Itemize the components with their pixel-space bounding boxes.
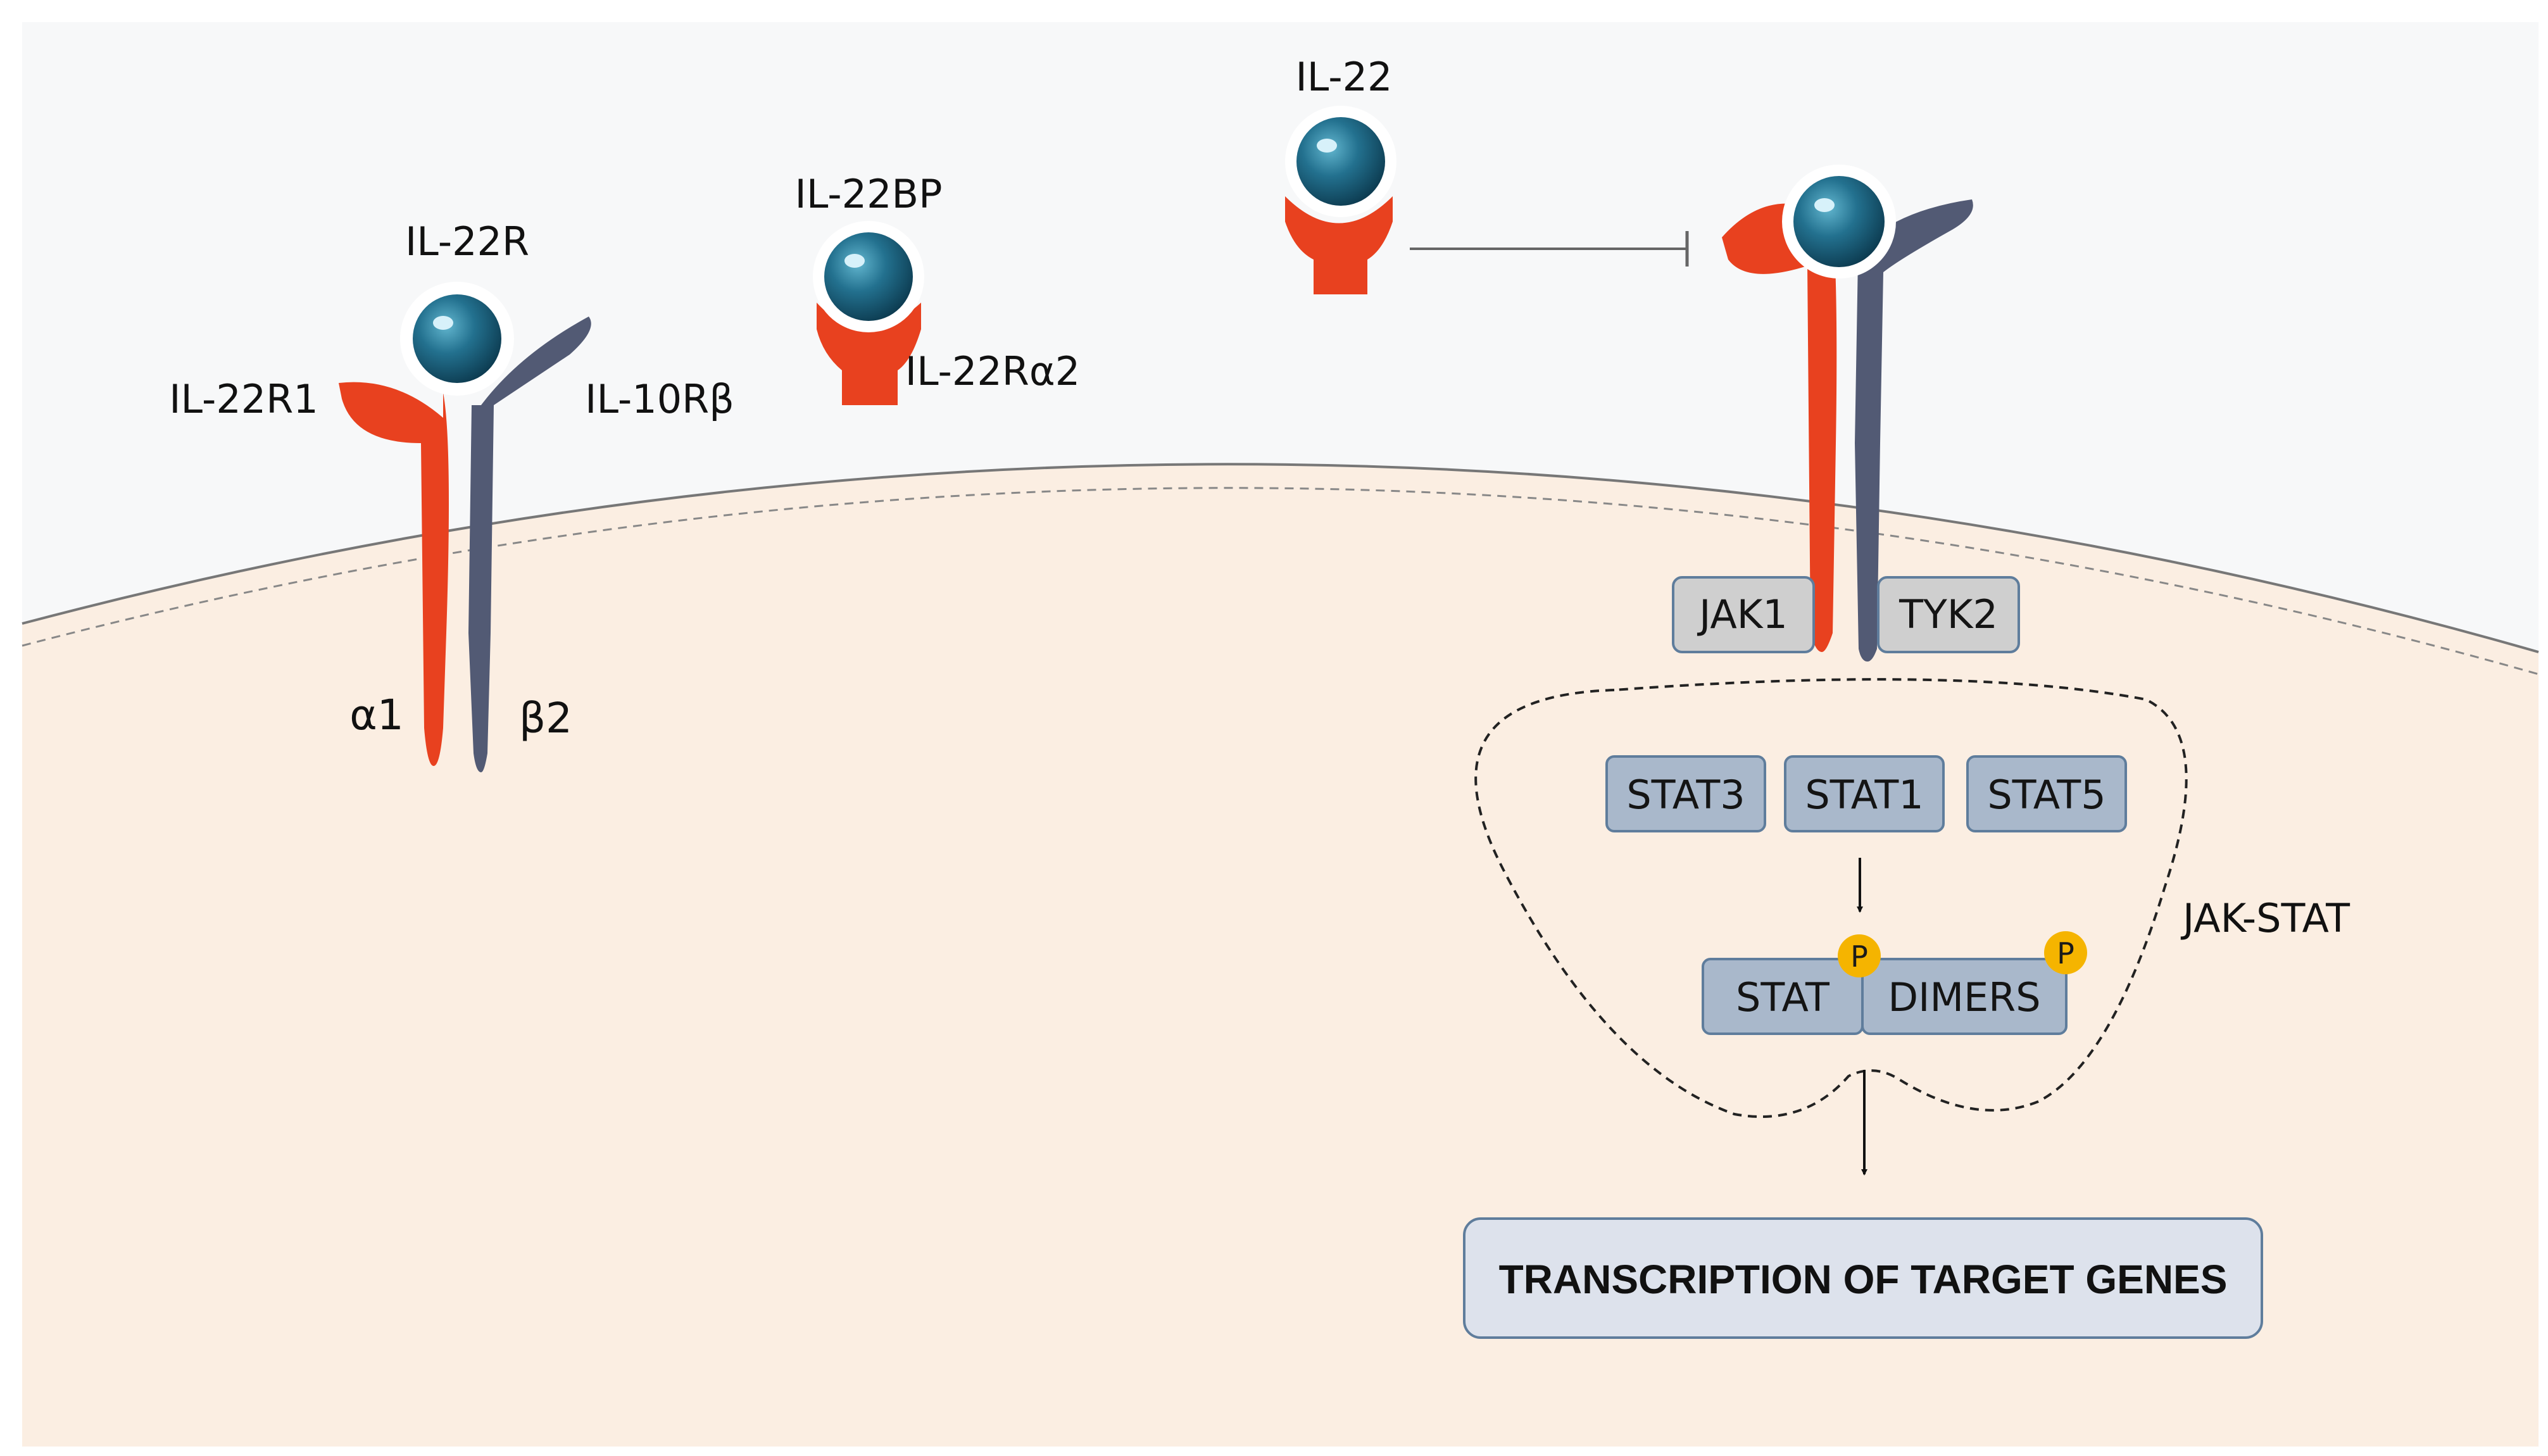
phospho-marker-left: P <box>1838 934 1881 977</box>
active-receptor-complex <box>1722 165 1973 662</box>
jak1-label: JAK1 <box>1697 591 1788 637</box>
active-il22r1-chain <box>1722 190 1837 652</box>
stat-dimer-left-box: STAT <box>1702 958 1864 1035</box>
transcription-box: TRANSCRIPTION OF TARGET GENES <box>1463 1217 2263 1339</box>
stat-dimer-right-box: DIMERS <box>1861 958 2068 1035</box>
il22r-ligand-highlight <box>433 316 453 330</box>
transcription-label: TRANSCRIPTION OF TARGET GENES <box>1499 1257 2228 1302</box>
cell-membrane-outer <box>22 463 2539 653</box>
dimer-left-label: STAT <box>1736 974 1830 1020</box>
il22ra2-cup <box>817 303 921 405</box>
label-il22: IL-22 <box>1295 54 1392 100</box>
label-il10rb: IL-10Rβ <box>585 376 734 422</box>
jak-stat-region <box>1474 678 2188 1118</box>
label-jak-stat: JAK-STAT <box>2180 895 2350 941</box>
label-il22ra2: IL-22Rα2 <box>905 348 1080 394</box>
il22bp-complex <box>813 221 924 405</box>
phospho-label-right: P <box>2057 936 2074 970</box>
stat5-label: STAT5 <box>1987 772 2106 818</box>
il22-free-complex <box>1285 106 1396 294</box>
label-il22r: IL-22R <box>405 218 529 265</box>
label-il22bp: IL-22BP <box>795 171 943 217</box>
il10rb-chain <box>468 317 591 772</box>
dimer-right-label: DIMERS <box>1888 974 2040 1020</box>
stat1-label: STAT1 <box>1805 772 1923 818</box>
phospho-marker-right: P <box>2044 931 2087 974</box>
phospho-label-left: P <box>1850 939 1868 974</box>
il22r1-chain <box>339 382 449 766</box>
label-beta2: β2 <box>519 694 572 743</box>
il22-cup <box>1285 196 1393 294</box>
il22r-ligand-ball <box>413 294 501 383</box>
il22bp-ligand-highlight <box>844 254 865 268</box>
stat5-box: STAT5 <box>1966 755 2127 832</box>
stat3-box: STAT3 <box>1605 755 1766 832</box>
label-alpha1: α1 <box>349 691 404 739</box>
il22bp-ligand-ball <box>824 232 913 321</box>
il22-ligand-highlight <box>1317 139 1337 153</box>
label-il22r1: IL-22R1 <box>169 376 318 422</box>
stat3-label: STAT3 <box>1626 772 1745 818</box>
jak1-box: JAK1 <box>1672 576 1815 653</box>
active-ligand-ball <box>1793 176 1885 267</box>
cell-membrane-inner <box>22 487 2539 675</box>
il22-ligand-ball <box>1296 117 1385 206</box>
stat1-box: STAT1 <box>1784 755 1945 832</box>
cell-interior <box>22 464 2539 1447</box>
tyk2-label: TYK2 <box>1898 591 1998 637</box>
il22r-receptor-complex <box>339 282 591 772</box>
active-ligand-highlight <box>1814 198 1835 212</box>
tyk2-box: TYK2 <box>1877 576 2020 653</box>
